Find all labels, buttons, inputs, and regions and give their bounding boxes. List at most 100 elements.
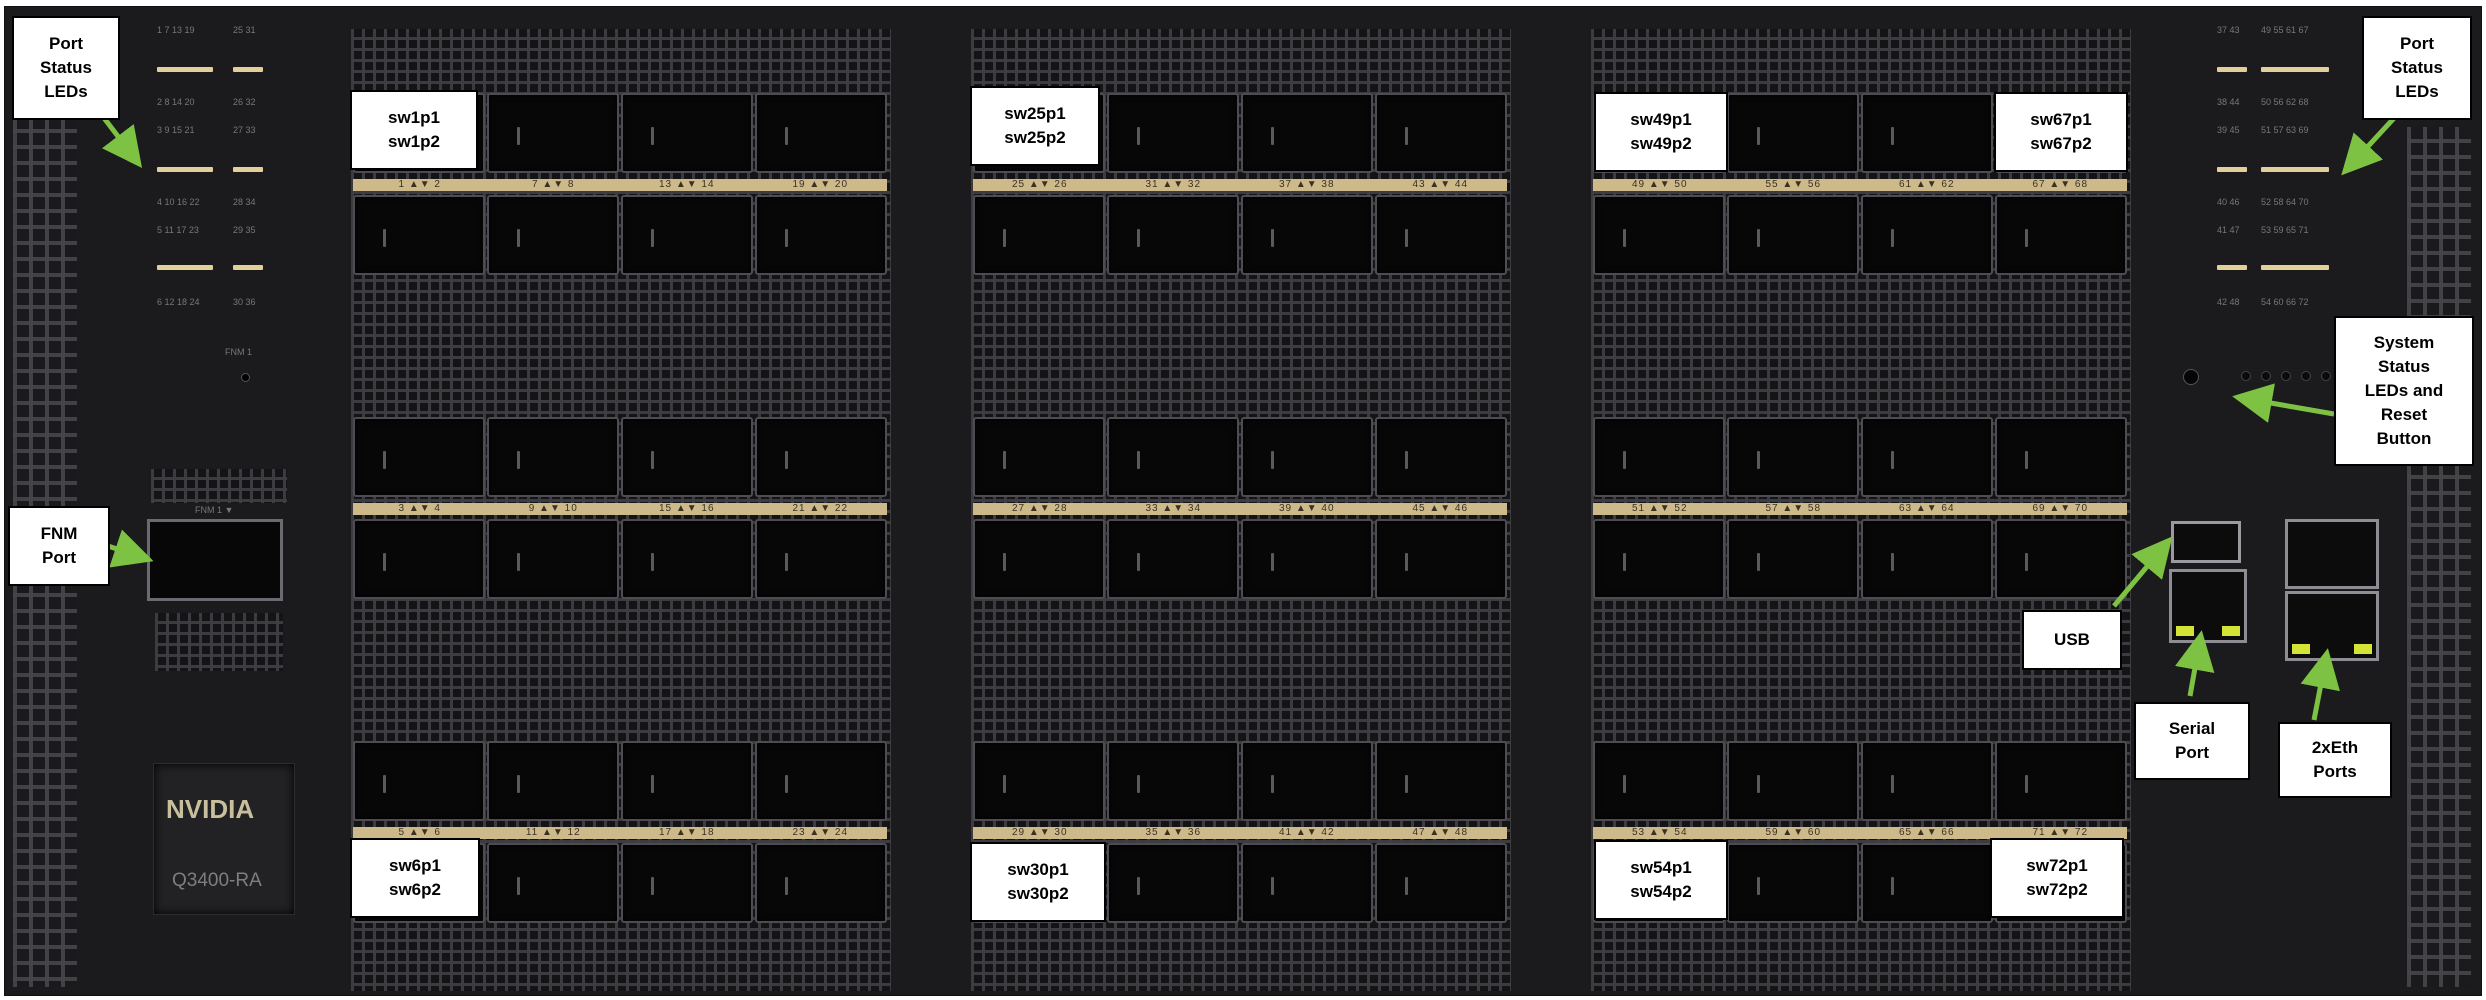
led-label: 2 8 14 20 xyxy=(157,97,195,107)
usb-port[interactable] xyxy=(2171,521,2241,563)
osfp-port[interactable] xyxy=(1995,519,2127,599)
osfp-port[interactable] xyxy=(1241,417,1373,497)
led-label: 54 60 66 72 xyxy=(2261,297,2309,307)
led-bar xyxy=(157,67,213,72)
osfp-port[interactable] xyxy=(1995,741,2127,821)
osfp-port[interactable] xyxy=(973,519,1105,599)
osfp-port[interactable] xyxy=(973,195,1105,275)
osfp-port[interactable] xyxy=(1861,93,1993,173)
led-label: 27 33 xyxy=(233,125,256,135)
osfp-port[interactable] xyxy=(621,519,753,599)
osfp-port[interactable] xyxy=(1241,195,1373,275)
osfp-port[interactable] xyxy=(1107,93,1239,173)
led-bar xyxy=(233,167,263,172)
osfp-port[interactable] xyxy=(973,417,1105,497)
led-label: 41 47 xyxy=(2217,225,2240,235)
osfp-port[interactable] xyxy=(1241,93,1373,173)
osfp-port[interactable] xyxy=(1727,741,1859,821)
osfp-port[interactable] xyxy=(1593,195,1725,275)
cage-bank3-r3-top xyxy=(1593,741,2127,821)
osfp-port[interactable] xyxy=(1593,417,1725,497)
led-label: 1 7 13 19 xyxy=(157,25,195,35)
osfp-port[interactable] xyxy=(621,93,753,173)
osfp-port[interactable] xyxy=(1241,519,1373,599)
osfp-port[interactable] xyxy=(1727,843,1859,923)
osfp-port[interactable] xyxy=(487,843,619,923)
osfp-port[interactable] xyxy=(1375,417,1507,497)
osfp-port[interactable] xyxy=(1375,519,1507,599)
osfp-port[interactable] xyxy=(487,195,619,275)
osfp-port[interactable] xyxy=(1861,519,1993,599)
osfp-port[interactable] xyxy=(1375,741,1507,821)
eth-port-1[interactable] xyxy=(2285,519,2379,589)
osfp-port[interactable] xyxy=(1375,93,1507,173)
osfp-port[interactable] xyxy=(1861,843,1993,923)
osfp-port[interactable] xyxy=(755,519,887,599)
osfp-port[interactable] xyxy=(353,519,485,599)
osfp-port[interactable] xyxy=(1727,195,1859,275)
led-bar xyxy=(233,265,263,270)
cage-bank1-r2-bottom xyxy=(353,519,887,599)
callout-port-status-leds-left: Port Status LEDs xyxy=(12,16,120,120)
osfp-port[interactable] xyxy=(621,417,753,497)
led-label: 39 45 xyxy=(2217,125,2240,135)
osfp-port[interactable] xyxy=(1375,843,1507,923)
osfp-port[interactable] xyxy=(755,93,887,173)
arrow-port-status-left xyxy=(101,116,143,168)
fnm-port[interactable] xyxy=(147,519,283,601)
osfp-port[interactable] xyxy=(1861,417,1993,497)
cage-bank2-r2-bottom xyxy=(973,519,1507,599)
osfp-port[interactable] xyxy=(1727,93,1859,173)
led-bar xyxy=(2217,167,2247,172)
osfp-port[interactable] xyxy=(353,741,485,821)
osfp-port[interactable] xyxy=(1107,195,1239,275)
osfp-port[interactable] xyxy=(1107,843,1239,923)
osfp-port[interactable] xyxy=(1241,741,1373,821)
led-label: 3 9 15 21 xyxy=(157,125,195,135)
led-label: 40 46 xyxy=(2217,197,2240,207)
osfp-port[interactable] xyxy=(1727,519,1859,599)
osfp-port[interactable] xyxy=(353,417,485,497)
osfp-port[interactable] xyxy=(621,741,753,821)
status-led xyxy=(2321,371,2331,381)
osfp-port[interactable] xyxy=(1241,843,1373,923)
osfp-port[interactable] xyxy=(755,843,887,923)
osfp-port[interactable] xyxy=(487,417,619,497)
osfp-port[interactable] xyxy=(1375,195,1507,275)
cage-bank3-r1-bottom xyxy=(1593,195,2127,275)
osfp-port[interactable] xyxy=(1593,519,1725,599)
cage-bank2-r1-bottom xyxy=(973,195,1507,275)
osfp-port[interactable] xyxy=(973,741,1105,821)
led-label: 25 31 xyxy=(233,25,256,35)
osfp-port[interactable] xyxy=(1727,417,1859,497)
osfp-port[interactable] xyxy=(1107,417,1239,497)
osfp-port[interactable] xyxy=(621,843,753,923)
osfp-port[interactable] xyxy=(621,195,753,275)
callout-eth-ports: 2xEth Ports xyxy=(2278,722,2392,798)
osfp-port[interactable] xyxy=(487,93,619,173)
led-label: 49 55 61 67 xyxy=(2261,25,2309,35)
osfp-port[interactable] xyxy=(1995,417,2127,497)
osfp-port[interactable] xyxy=(1861,195,1993,275)
osfp-port[interactable] xyxy=(1593,741,1725,821)
osfp-port[interactable] xyxy=(1107,741,1239,821)
reset-button[interactable] xyxy=(2183,369,2199,385)
osfp-port[interactable] xyxy=(755,741,887,821)
osfp-port[interactable] xyxy=(1861,741,1993,821)
osfp-port[interactable] xyxy=(487,741,619,821)
osfp-port[interactable] xyxy=(755,417,887,497)
callout-sw25: sw25p1 sw25p2 xyxy=(970,86,1100,166)
osfp-port[interactable] xyxy=(1995,195,2127,275)
led-label: 5 11 17 23 xyxy=(157,225,199,235)
osfp-port[interactable] xyxy=(353,195,485,275)
osfp-port[interactable] xyxy=(755,195,887,275)
osfp-port[interactable] xyxy=(1107,519,1239,599)
fnm-grille-top xyxy=(151,469,287,503)
callout-sw1: sw1p1 sw1p2 xyxy=(350,90,478,170)
cage-bank1-r1-bottom xyxy=(353,195,887,275)
osfp-port[interactable] xyxy=(487,519,619,599)
led-bar xyxy=(157,167,213,172)
